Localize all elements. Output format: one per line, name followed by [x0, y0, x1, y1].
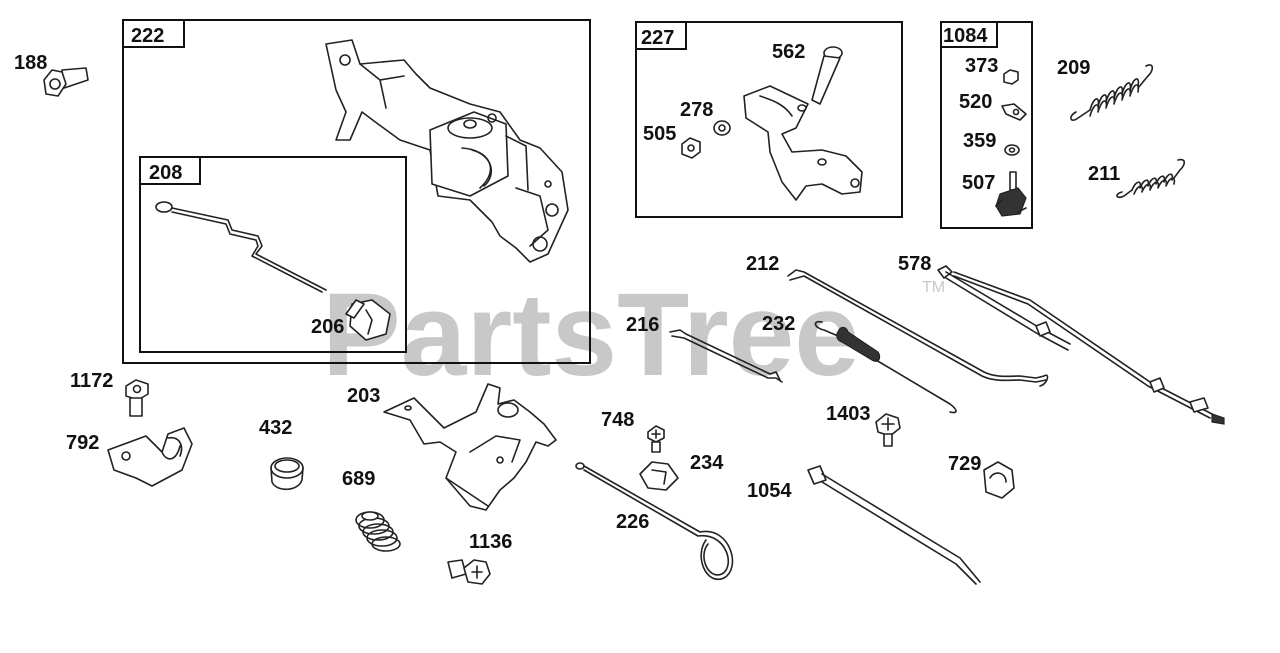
part-520-clip[interactable] — [1001, 103, 1027, 121]
box-1084-tab — [940, 21, 998, 48]
part-729-clip[interactable] — [983, 461, 1015, 499]
label-1403[interactable]: 1403 — [826, 403, 871, 425]
label-216[interactable]: 216 — [626, 314, 659, 336]
part-373-nut[interactable] — [1003, 69, 1019, 85]
part-792-clamp-bracket[interactable] — [107, 427, 193, 487]
box-208-tab — [139, 156, 201, 185]
part-1136-bolt[interactable] — [447, 559, 491, 585]
box-222-tab — [122, 19, 185, 48]
part-234-clip[interactable] — [639, 461, 679, 491]
label-748[interactable]: 748 — [601, 409, 634, 431]
label-232[interactable]: 232 — [762, 313, 795, 335]
box-222-frame — [122, 19, 591, 364]
label-359[interactable]: 359 — [963, 130, 996, 152]
box-208-frame — [139, 156, 407, 353]
part-578-cable[interactable] — [937, 265, 1225, 425]
label-212[interactable]: 212 — [746, 253, 779, 275]
part-222-governor-bracket[interactable] — [325, 39, 569, 263]
part-689-spring[interactable] — [355, 511, 401, 552]
label-505[interactable]: 505 — [643, 123, 676, 145]
part-1403-screw[interactable] — [875, 413, 901, 447]
part-208-governor-link[interactable] — [155, 201, 327, 293]
part-227-throttle-bracket[interactable] — [743, 85, 863, 201]
part-505-nut[interactable] — [681, 137, 701, 159]
part-507-switch[interactable] — [995, 171, 1027, 217]
part-432-ring[interactable] — [270, 457, 304, 491]
label-578[interactable]: 578 — [898, 253, 931, 275]
box-227-label[interactable]: 227 — [641, 27, 674, 49]
watermark-tm: TM — [922, 279, 945, 296]
part-216-rod[interactable] — [669, 329, 783, 383]
label-278[interactable]: 278 — [680, 99, 713, 121]
part-1172-bolt[interactable] — [125, 379, 149, 417]
label-432[interactable]: 432 — [259, 417, 292, 439]
label-1136[interactable]: 1136 — [469, 531, 512, 553]
part-209-spring[interactable] — [1070, 64, 1154, 121]
part-206-bolt[interactable] — [345, 299, 391, 341]
label-203[interactable]: 203 — [347, 385, 380, 407]
part-562-pin[interactable] — [811, 46, 843, 105]
label-234[interactable]: 234 — [690, 452, 724, 474]
label-206[interactable]: 206 — [311, 316, 344, 338]
part-211-spring[interactable] — [1116, 158, 1186, 199]
label-1054[interactable]: 1054 — [747, 480, 792, 502]
label-1172[interactable]: 1172 — [70, 370, 113, 392]
label-373[interactable]: 373 — [965, 55, 998, 77]
part-203-control-bracket[interactable] — [383, 383, 557, 511]
part-226-rod[interactable] — [575, 462, 734, 581]
label-211[interactable]: 211 — [1088, 163, 1120, 185]
part-1054-cable-tie[interactable] — [807, 465, 981, 585]
box-208-label[interactable]: 208 — [149, 162, 182, 184]
part-278-washer[interactable] — [713, 120, 731, 136]
label-729[interactable]: 729 — [948, 453, 981, 475]
part-232-spring[interactable] — [814, 320, 957, 414]
part-212-rod[interactable] — [787, 269, 1049, 387]
box-227-frame — [635, 21, 903, 218]
label-507[interactable]: 507 — [962, 172, 995, 194]
label-520[interactable]: 520 — [959, 91, 992, 113]
label-226[interactable]: 226 — [616, 511, 649, 533]
label-188[interactable]: 188 — [14, 52, 47, 74]
part-188-bolt[interactable] — [43, 67, 89, 97]
box-227-tab — [635, 21, 687, 50]
box-1084-label[interactable]: 1084 — [943, 25, 988, 47]
box-222-label[interactable]: 222 — [131, 25, 164, 47]
label-209[interactable]: 209 — [1057, 57, 1090, 79]
label-562[interactable]: 562 — [772, 41, 805, 63]
label-689[interactable]: 689 — [342, 468, 375, 490]
label-792[interactable]: 792 — [66, 432, 99, 454]
part-748-screw[interactable] — [647, 425, 665, 453]
part-359-washer[interactable] — [1004, 144, 1020, 156]
